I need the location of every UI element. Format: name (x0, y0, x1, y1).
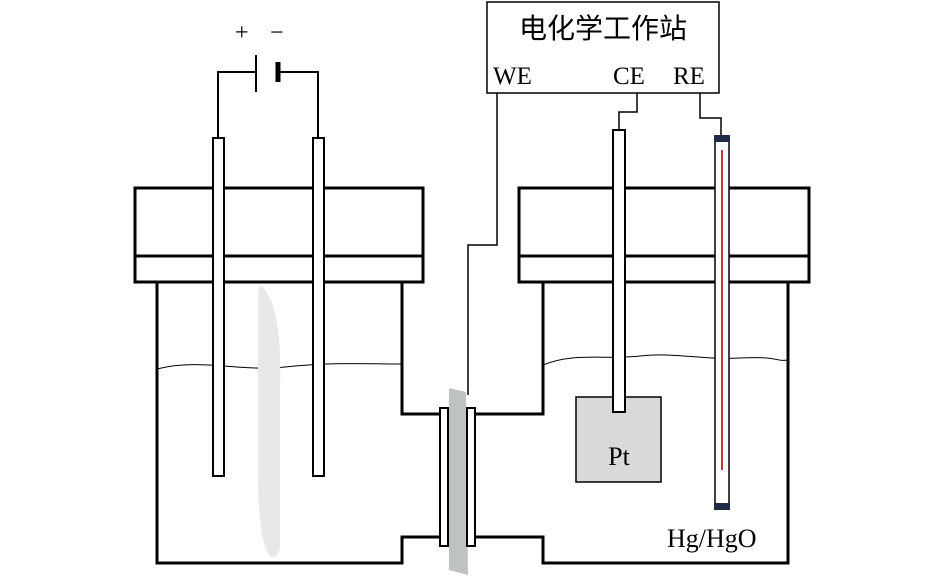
battery-plus-sign: + (235, 20, 249, 46)
ce-lead-wire (618, 93, 638, 130)
label-re: RE (673, 63, 705, 90)
label-we: WE (493, 63, 532, 90)
left-flange (439, 407, 449, 547)
re-lead-wire (699, 93, 722, 136)
counter-electrode: Pt (575, 129, 662, 483)
right-container (475, 282, 790, 565)
reference-electrode-top-cap (714, 135, 730, 142)
label-ce: CE (613, 63, 645, 90)
right-lid-top (517, 186, 811, 258)
reference-electrode: Hg/HgO (667, 135, 757, 553)
pt-label: Pt (608, 442, 630, 471)
right-cell (475, 186, 811, 565)
right-flange (466, 407, 476, 547)
we-lead-wire (467, 93, 498, 395)
left-container (155, 282, 440, 565)
hg-hgo-label: Hg/HgO (667, 524, 757, 553)
workstation: 电化学工作站 WE CE RE (486, 1, 720, 94)
left-membrane-sheet (258, 285, 281, 558)
membrane (449, 388, 468, 575)
left-lid-top (133, 186, 425, 258)
right-electrolyte-surface (542, 354, 789, 366)
battery-minus-sign: − (270, 20, 284, 46)
pt-block (575, 396, 662, 483)
left-electrode-cathode (312, 137, 325, 477)
battery: + − (217, 20, 319, 138)
left-electrode-anode (212, 137, 225, 477)
workstation-title: 电化学工作站 (519, 13, 687, 45)
left-electrolyte-surface (156, 363, 403, 370)
counter-electrode-rod (612, 129, 626, 413)
reference-electrode-bottom-cap (714, 503, 730, 510)
left-cell (133, 137, 440, 565)
right-lid-bottom (517, 254, 811, 284)
membrane-assembly (439, 388, 476, 575)
battery-wire (217, 71, 319, 138)
left-lid-bottom (133, 254, 425, 284)
workstation-box (486, 1, 720, 94)
